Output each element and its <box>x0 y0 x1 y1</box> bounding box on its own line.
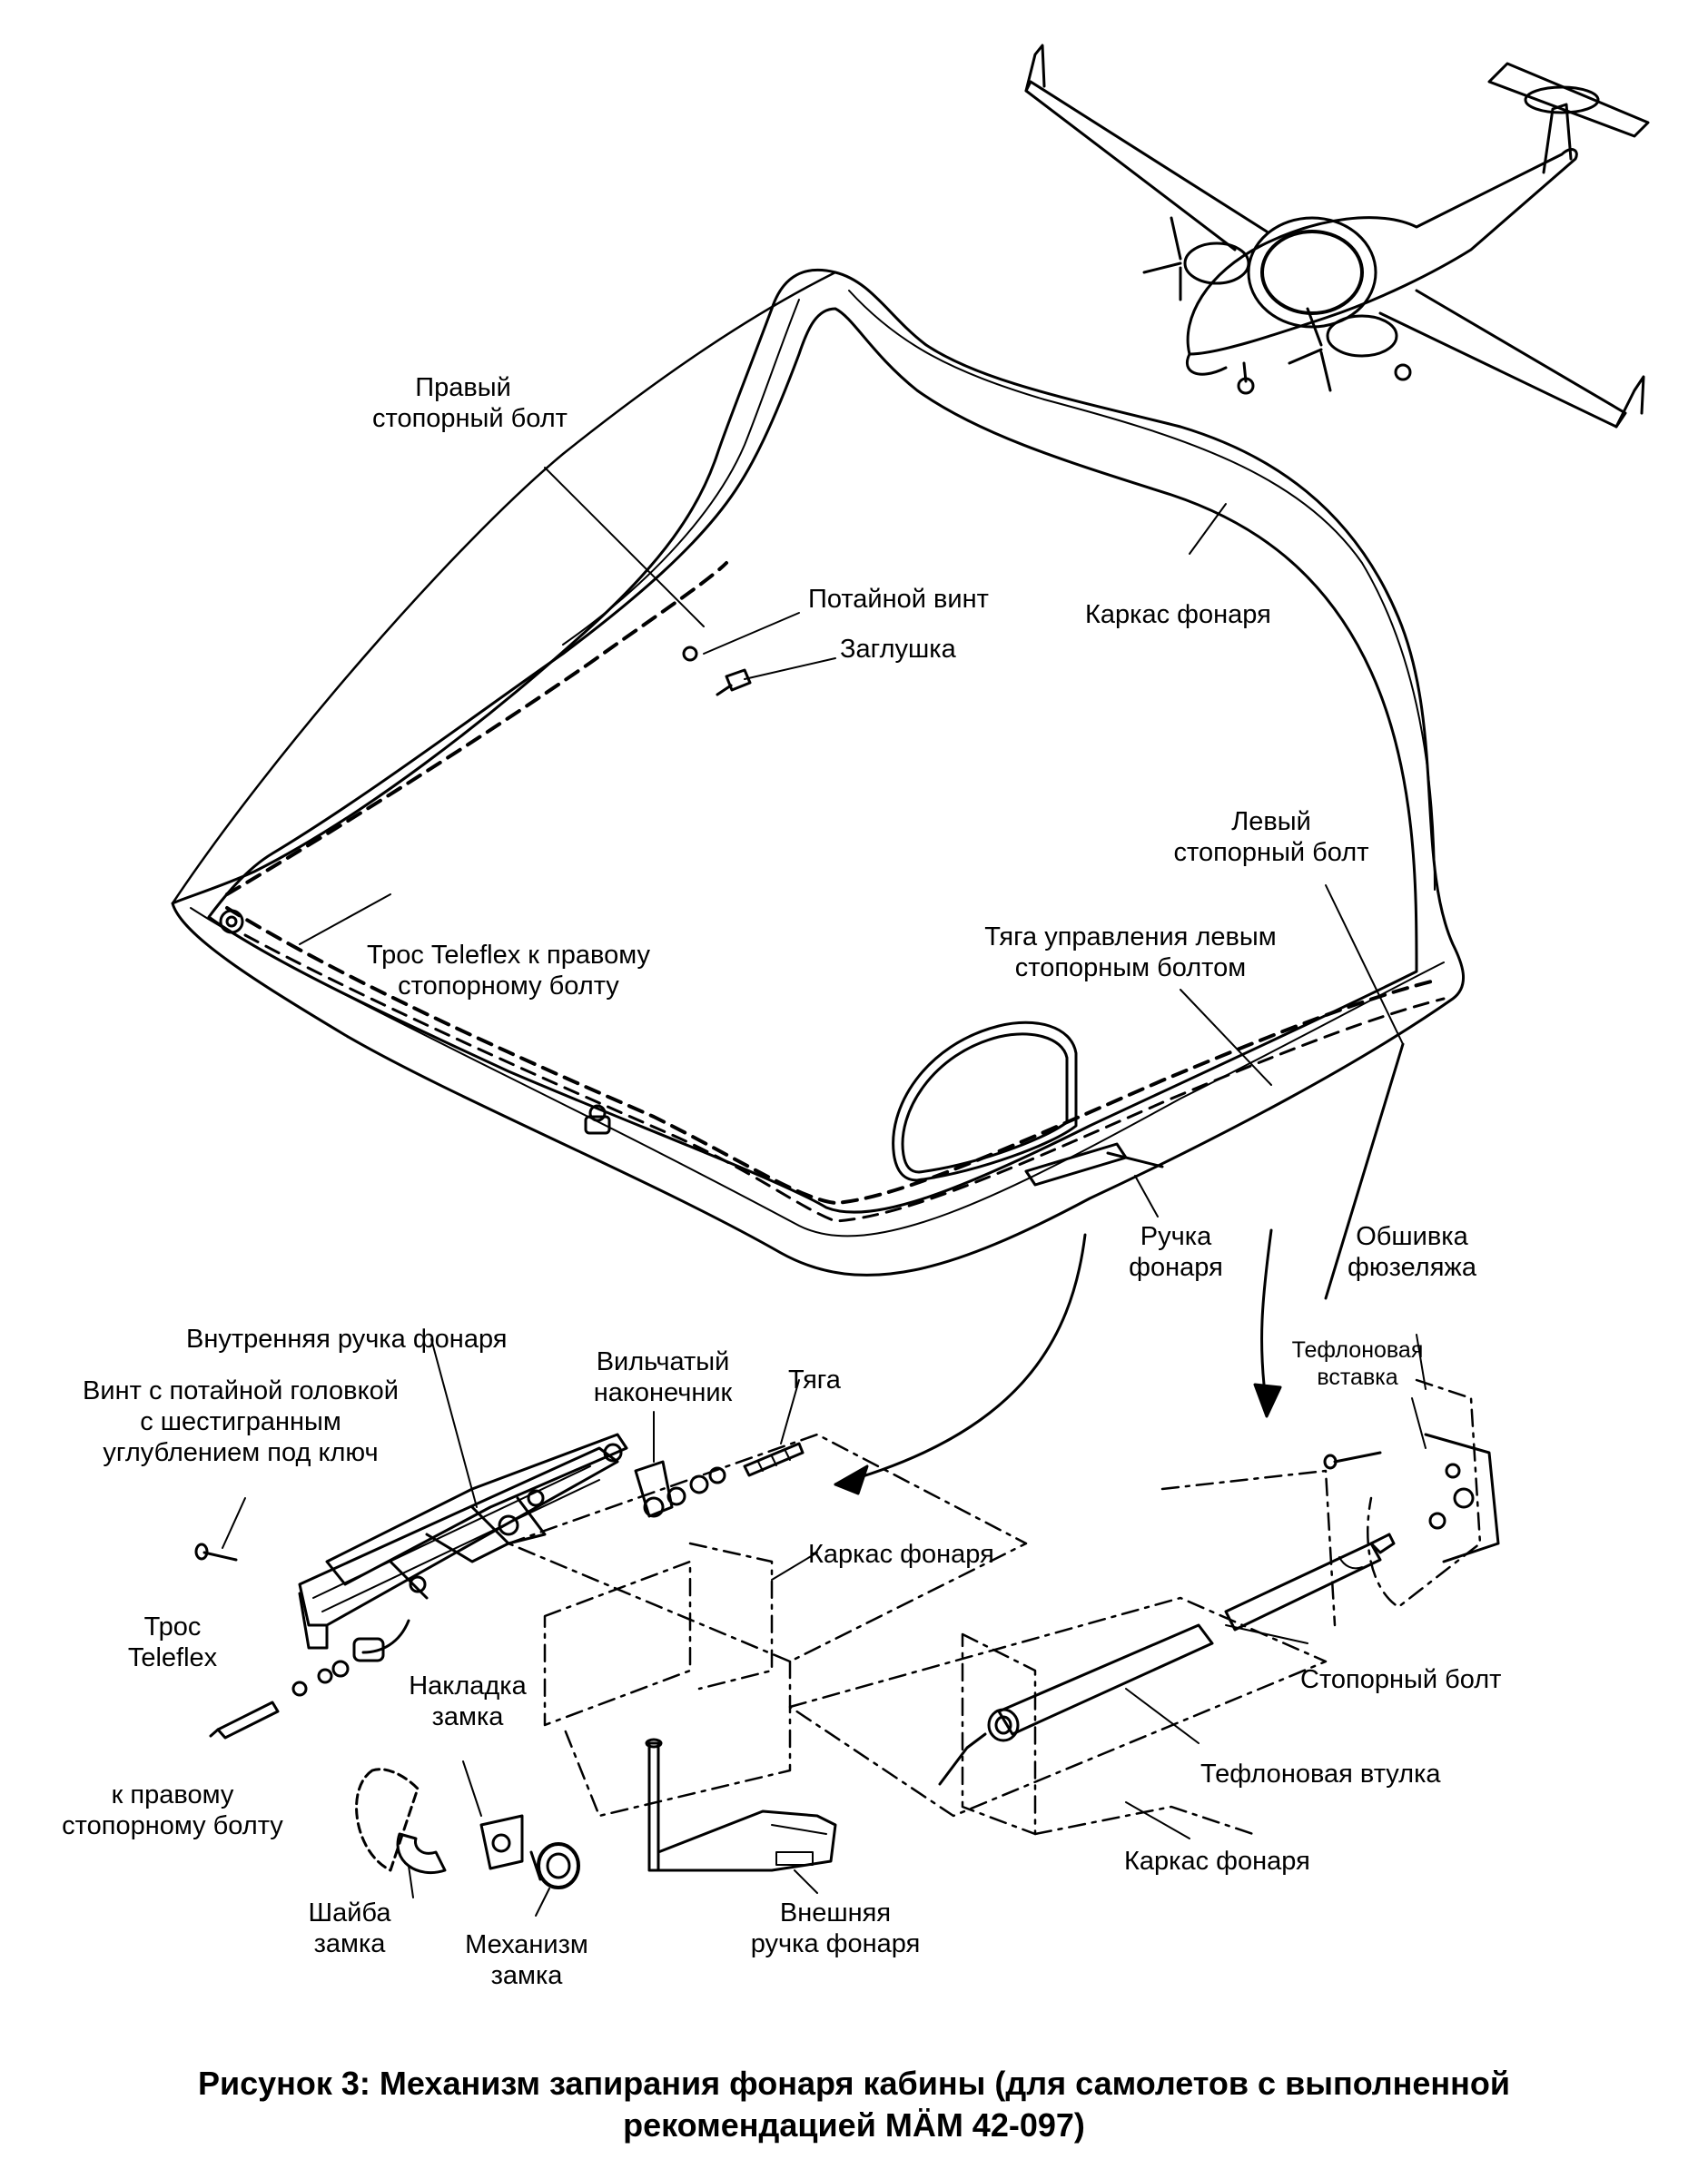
label-canopy-frame-top: Каркас фонаря <box>1085 600 1271 629</box>
leader-lines-lower <box>222 1334 1427 1917</box>
label-teleflex-to-right-line1: Трос Teleflex к правому <box>367 941 650 970</box>
label-teflon-insert: Тефлоновая вставка <box>1280 1336 1435 1391</box>
label-clevis-line1: Вильчатый <box>596 1347 730 1376</box>
figure-caption: Рисунок 3: Механизм запирания фонаря каб… <box>0 2063 1708 2146</box>
label-left-lock-bolt-line2: стопорный болт <box>1173 838 1369 867</box>
label-clevis: Вильчатый наконечник <box>581 1346 745 1408</box>
label-left-bolt-rod-line1: Тяга управления левым <box>984 922 1277 951</box>
figure-caption-line1: Рисунок 3: Механизм запирания фонаря каб… <box>197 2065 1511 2102</box>
label-to-right-bolt-line2: стопорному болту <box>62 1811 283 1840</box>
label-left-bolt-rod: Тяга управления левым стопорным болтом <box>963 922 1298 983</box>
label-to-right-bolt: к правому стопорному болту <box>54 1780 291 1841</box>
label-lock-mechanism-line1: Механизм <box>465 1930 588 1959</box>
leader-lines <box>299 467 1405 1300</box>
label-right-lock-bolt: Правый стопорный болт <box>372 372 568 434</box>
label-canopy-frame-bottom: Каркас фонаря <box>1124 1847 1310 1876</box>
inner-handle-assembly <box>194 1433 837 1889</box>
label-hex-screw-line3: углублением под ключ <box>103 1438 379 1467</box>
lock-bolt-assembly <box>938 1433 1500 1786</box>
label-canopy-frame-mid: Каркас фонаря <box>808 1540 994 1569</box>
label-teflon-insert-line1: Тефлоновая <box>1291 1337 1424 1363</box>
label-lock-plate: Накладка замка <box>409 1671 527 1732</box>
label-right-lock-bolt-line1: Правый <box>415 373 511 402</box>
label-lock-mechanism-line2: замка <box>490 1961 563 1990</box>
figure-caption-line2: рекомендацией МÄМ 42-097) <box>623 2106 1085 2144</box>
label-hex-screw-line2: с шестигранным <box>140 1407 341 1436</box>
label-canopy-handle-line1: Ручка <box>1140 1222 1212 1251</box>
label-hex-screw-line1: Винт с потайной головкой <box>83 1376 399 1405</box>
label-lock-washer-line2: замка <box>313 1929 386 1958</box>
label-fuselage-skin: Обшивка фюзеляжа <box>1344 1221 1480 1283</box>
label-countersunk-screw: Потайной винт <box>808 585 989 614</box>
label-left-bolt-rod-line2: стопорным болтом <box>1014 953 1247 982</box>
label-teleflex-to-right-line2: стопорному болту <box>398 971 619 1001</box>
label-canopy-handle-line2: фонаря <box>1129 1253 1223 1282</box>
label-outer-handle-line2: ручка фонаря <box>750 1929 921 1958</box>
label-left-lock-bolt-line1: Левый <box>1231 807 1311 836</box>
label-lock-washer-line1: Шайба <box>308 1898 391 1928</box>
label-lock-washer: Шайба замка <box>295 1898 404 1959</box>
label-fuselage-skin-line1: Обшивка <box>1356 1222 1468 1251</box>
frame-outlines <box>507 1378 1482 1836</box>
label-lock-bolt: Стопорный болт <box>1300 1665 1502 1694</box>
label-left-lock-bolt: Левый стопорный болт <box>1171 806 1371 868</box>
label-teleflex-cable-line2: Teleflex <box>127 1643 218 1672</box>
label-outer-handle-line1: Внешняя <box>779 1898 892 1928</box>
label-rod: Тяга <box>788 1366 841 1395</box>
label-plug: Заглушка <box>840 635 956 664</box>
label-lock-mechanism: Механизм замка <box>445 1929 608 1991</box>
label-teflon-insert-line2: вставка <box>1317 1365 1398 1390</box>
label-inner-handle: Внутренняя ручка фонаря <box>186 1325 508 1354</box>
label-lock-plate-line1: Накладка <box>409 1671 527 1701</box>
label-teleflex-cable-line1: Трос <box>143 1612 202 1642</box>
label-teleflex-cable: Трос Teleflex <box>118 1612 227 1673</box>
label-clevis-line2: наконечник <box>593 1378 733 1407</box>
label-teleflex-to-right: Трос Teleflex к правому стопорному болту <box>345 940 672 1001</box>
aircraft-drawing <box>1024 44 1650 429</box>
label-teflon-bushing: Тефлоновая втулка <box>1200 1760 1441 1789</box>
label-outer-handle: Внешняя ручка фонаря <box>736 1898 935 1959</box>
detail-arrows <box>834 1228 1282 1495</box>
label-lock-plate-line2: замка <box>431 1702 504 1731</box>
label-hex-screw: Винт с потайной головкой с шестигранным … <box>45 1375 436 1468</box>
label-right-lock-bolt-line2: стопорный болт <box>372 404 568 433</box>
label-to-right-bolt-line1: к правому <box>111 1780 234 1809</box>
label-canopy-handle: Ручка фонаря <box>1126 1221 1226 1283</box>
canopy-frame-drawing <box>171 268 1466 1277</box>
label-fuselage-skin-line2: фюзеляжа <box>1348 1253 1476 1282</box>
